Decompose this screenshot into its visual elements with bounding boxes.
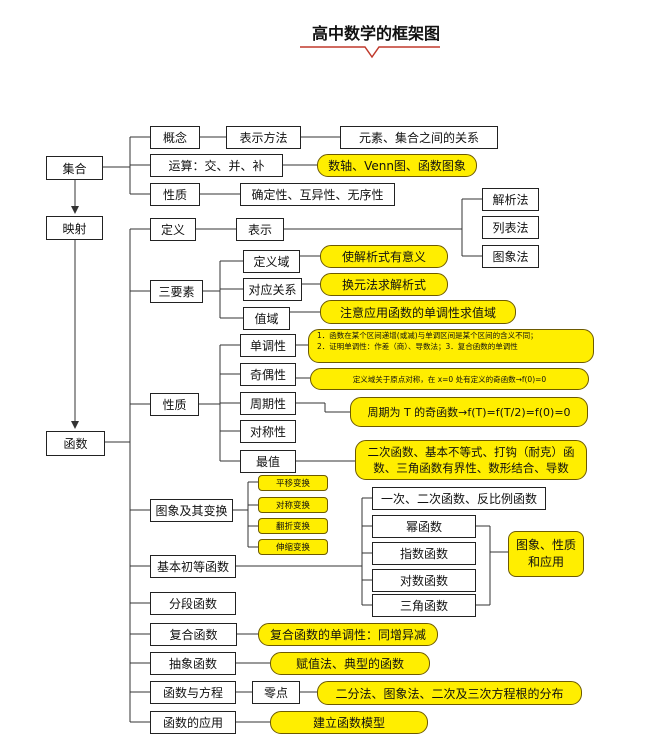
note-parity: 定义域关于原点对称，在 x=0 处有定义的奇函数→f(0)=0: [310, 368, 589, 390]
node-parity: 奇偶性: [240, 363, 296, 386]
node-func-equation: 函数与方程: [150, 681, 236, 704]
node-set-properties: 性质: [150, 183, 200, 206]
note-graph-property-application: 图象、性质和应用: [508, 531, 584, 577]
node-graph-transform: 图象及其变换: [150, 499, 233, 522]
node-periodic: 周期性: [240, 392, 296, 415]
note-periodic: 周期为 T 的奇函数→f(T)=f(T/2)=f(0)=0: [350, 397, 588, 427]
note-abstract: 赋值法、典型的函数: [270, 652, 430, 675]
node-set: 集合: [46, 156, 103, 180]
node-trigonometric: 三角函数: [372, 594, 476, 617]
note-monotonic-line-2: 2．证明单调性：作差（商）、导数法；3．复合函数的单调性: [317, 342, 518, 352]
node-range: 值域: [243, 307, 290, 330]
node-linear-quadratic-inverse: 一次、二次函数、反比例函数: [372, 487, 546, 510]
node-function: 函数: [46, 431, 105, 456]
note-flip-transform: 翻折变换: [258, 518, 328, 534]
node-composite: 复合函数: [150, 623, 237, 646]
node-operations: 运算：交、并、补: [150, 154, 283, 177]
node-listing-method: 列表法: [482, 216, 539, 239]
node-representation-method: 表示方法: [226, 126, 301, 149]
node-abstract: 抽象函数: [150, 652, 236, 675]
note-stretch-transform: 伸缩变换: [258, 539, 328, 555]
node-concept: 概念: [150, 126, 200, 149]
node-power: 幂函数: [372, 515, 476, 538]
note-monotonic-line-1: 1．函数在某个区间递增(或减)与单调区间是某个区间的含义不同；: [317, 331, 538, 340]
node-element-relation: 元素、集合之间的关系: [340, 126, 498, 149]
node-piecewise: 分段函数: [150, 592, 236, 615]
node-basic-elementary: 基本初等函数: [150, 555, 236, 578]
note-translation: 平移变换: [258, 475, 328, 491]
note-monotonic: 1．函数在某个区间递增(或减)与单调区间是某个区间的含义不同； 2．证明单调性：…: [308, 329, 594, 363]
node-represent: 表示: [236, 218, 284, 241]
node-mapping: 映射: [46, 216, 103, 240]
note-operations-tools: 数轴、Venn图、函数图象: [317, 154, 477, 177]
note-application: 建立函数模型: [270, 711, 428, 734]
node-monotonic: 单调性: [240, 334, 296, 357]
node-correspondence: 对应关系: [243, 278, 302, 301]
page-title: 高中数学的框架图: [311, 24, 440, 43]
note-range: 注意应用函数的单调性求值域: [320, 300, 516, 324]
node-application: 函数的应用: [150, 711, 236, 734]
node-domain: 定义域: [243, 250, 300, 273]
note-domain: 使解析式有意义: [320, 245, 448, 268]
node-extremum: 最值: [240, 450, 296, 473]
node-zero-point: 零点: [252, 681, 300, 704]
node-exponential: 指数函数: [372, 542, 476, 565]
node-graphing-method: 图象法: [482, 245, 539, 268]
note-composite: 复合函数的单调性：同增异减: [258, 623, 438, 646]
node-symmetry: 对称性: [240, 420, 296, 443]
note-correspondence: 换元法求解析式: [320, 273, 448, 296]
note-zero-point: 二分法、图象法、二次及三次方程根的分布: [317, 681, 582, 705]
node-properties: 性质: [150, 393, 199, 416]
node-three-elements: 三要素: [150, 280, 203, 303]
note-symmetric-transform: 对称变换: [258, 497, 328, 513]
node-analytic-method: 解析法: [482, 188, 539, 211]
note-extremum: 二次函数、基本不等式、打钩（耐克）函数、三角函数有界性、数形结合、导数: [355, 440, 587, 480]
node-logarithmic: 对数函数: [372, 569, 476, 592]
node-definition: 定义: [150, 218, 196, 241]
node-set-properties-list: 确定性、互异性、无序性: [240, 183, 395, 206]
